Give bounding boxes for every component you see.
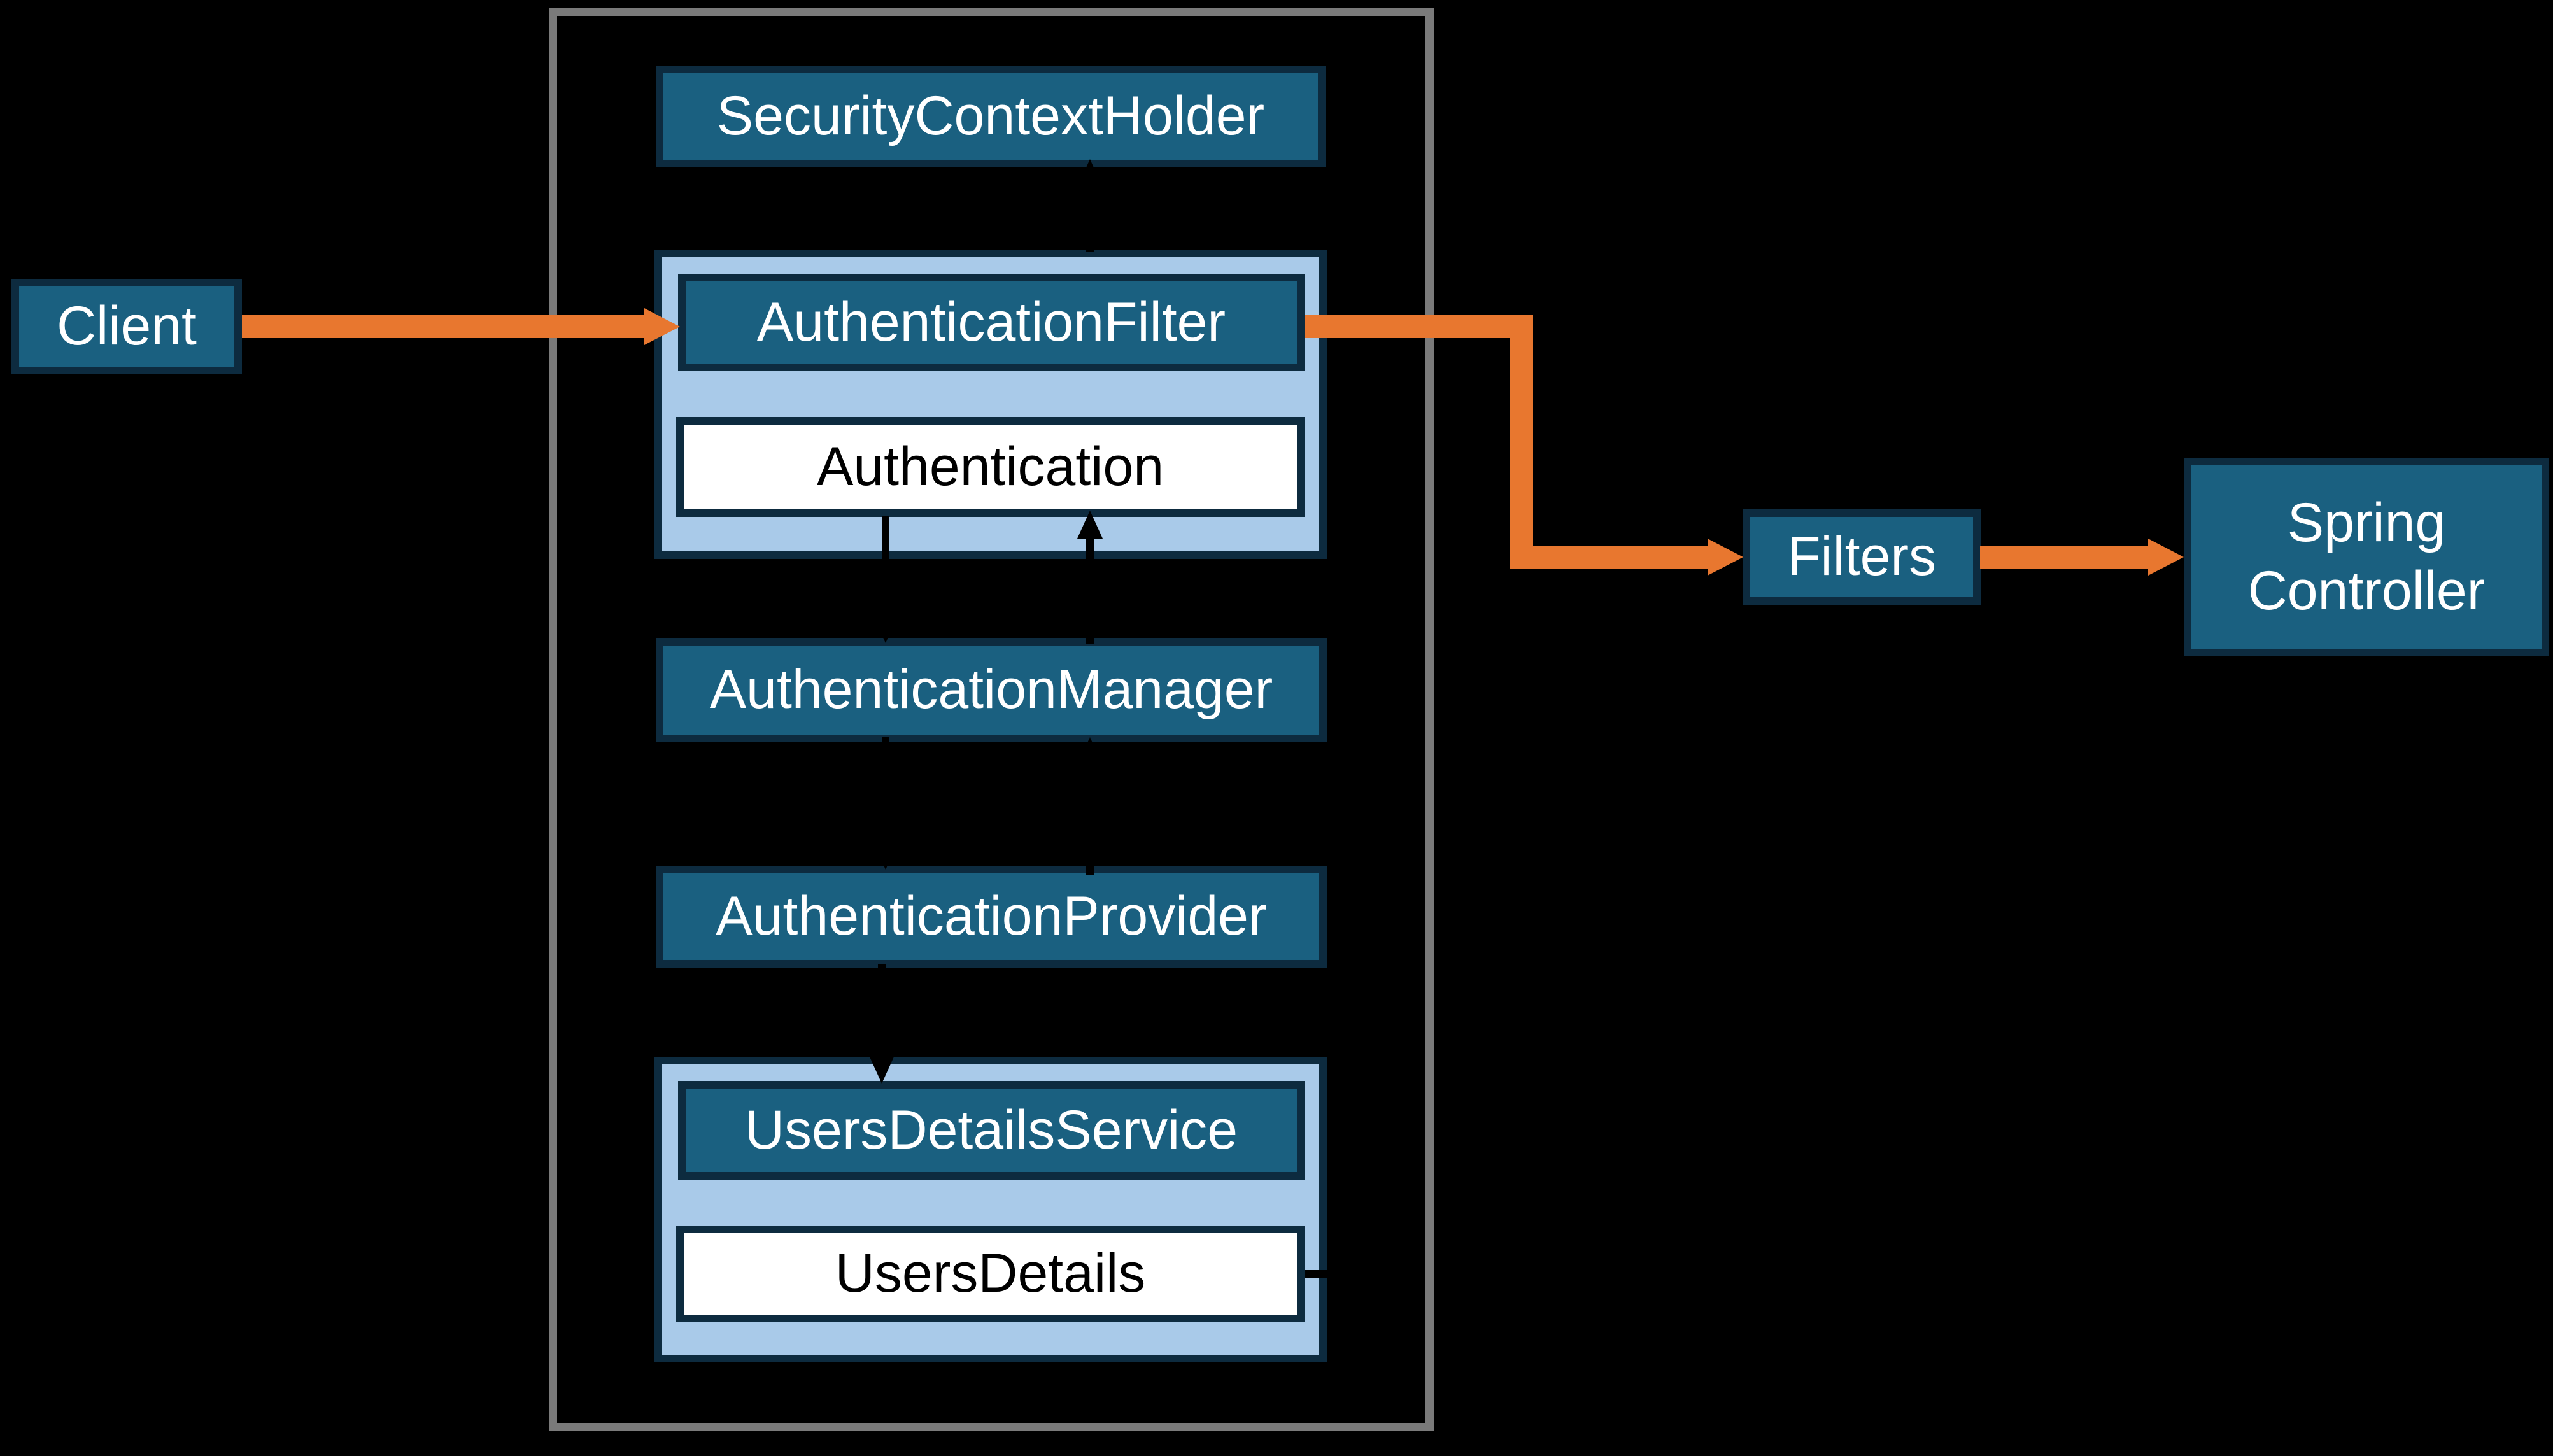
- filters-box: Filters: [1743, 509, 1981, 605]
- client-to-filter-arrowhead-icon: [644, 308, 680, 345]
- usersdetails-side-line-h: [1305, 1270, 1340, 1278]
- client-label: Client: [57, 295, 197, 357]
- usersdetails-to-provider-arrowhead-icon: [1328, 901, 1356, 929]
- auth-to-manager-arrowhead-icon: [873, 615, 898, 643]
- manager-to-auth-arrowhead-icon: [1077, 511, 1103, 539]
- provider-to-manager-line: [1086, 763, 1094, 875]
- authentication-label: Authentication: [816, 435, 1164, 497]
- users-details-service-label: UsersDetailsService: [744, 1099, 1238, 1161]
- filter-to-filters-arrow-seg2: [1510, 315, 1533, 569]
- manager-to-provider-line: [882, 737, 889, 843]
- filter-to-filters-arrow-seg3: [1510, 546, 1709, 569]
- security-context-holder-label: SecurityContextHolder: [716, 85, 1265, 147]
- manager-to-provider-arrowhead-icon: [873, 842, 898, 870]
- provider-to-manager-arrowhead-icon: [1077, 737, 1103, 765]
- users-details-box: UsersDetails: [676, 1226, 1305, 1322]
- authentication-provider-label: AuthenticationProvider: [716, 886, 1267, 947]
- authentication-provider-box: AuthenticationProvider: [656, 866, 1327, 968]
- filters-label: Filters: [1786, 526, 1937, 588]
- authentication-manager-label: AuthenticationManager: [709, 659, 1273, 721]
- security-context-holder-box: SecurityContextHolder: [656, 66, 1326, 167]
- spring-controller-label: Spring Controller: [2247, 491, 2486, 622]
- filters-to-controller-arrow-line: [1980, 546, 2149, 569]
- client-to-filter-arrow-line: [242, 315, 646, 338]
- client-box: Client: [11, 279, 242, 374]
- sch-down-arrowhead-icon: [1077, 224, 1103, 252]
- provider-to-uds-arrowhead-icon: [869, 1056, 895, 1084]
- authentication-manager-box: AuthenticationManager: [656, 638, 1327, 742]
- usersdetails-side-line-v: [1333, 915, 1340, 1278]
- spring-controller-box: Spring Controller: [2184, 458, 2549, 656]
- authentication-box: Authentication: [676, 417, 1305, 517]
- filter-to-filters-arrowhead-icon: [1708, 539, 1743, 576]
- auth-to-manager-line: [882, 516, 889, 616]
- authentication-filter-label: AuthenticationFilter: [756, 291, 1226, 353]
- filter-to-filters-arrow-seg1: [1305, 315, 1533, 338]
- filters-to-controller-arrowhead-icon: [2148, 539, 2184, 576]
- authentication-filter-box: AuthenticationFilter: [678, 274, 1305, 371]
- users-details-label: UsersDetails: [835, 1243, 1146, 1304]
- provider-to-uds-line: [878, 964, 886, 1058]
- security-filter-chain-frame: [549, 8, 1434, 1431]
- users-details-service-box: UsersDetailsService: [678, 1081, 1305, 1180]
- sch-up-arrowhead-icon: [1077, 159, 1103, 187]
- manager-to-auth-line: [1086, 536, 1094, 644]
